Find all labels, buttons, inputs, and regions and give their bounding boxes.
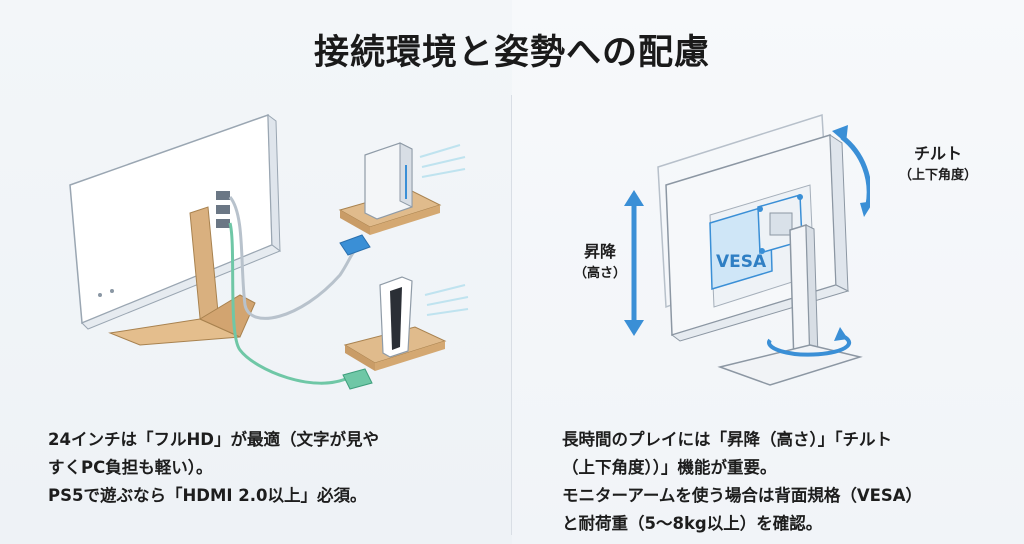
right-caption-line-1: 長時間のプレイには「昇降（高さ）」「チルト	[562, 430, 892, 449]
height-label-main: 昇降	[583, 242, 616, 261]
wooden-stand-icon	[108, 206, 256, 346]
page-title: 接続環境と姿勢への配慮	[313, 33, 710, 73]
green-connector-icon	[342, 368, 373, 390]
right-caption-line-3: モニターアームを使う場合は背面規格（VESA）	[562, 486, 923, 505]
right-caption-line-4: と耐荷重（5〜8kg以上）を確認。	[562, 514, 823, 533]
monitor-stand-icon	[717, 223, 863, 386]
tilt-arrow-icon	[832, 125, 870, 217]
pc-tower-icon	[338, 142, 466, 235]
hdmi-cable-icon	[228, 196, 360, 320]
tilt-label-sub: （上下角度）	[898, 168, 977, 183]
tilt-label: チルト （上下角度）	[898, 140, 978, 183]
left-caption-line-2: すくPC負担も軽い）。	[48, 458, 213, 477]
monitor-back-icon	[69, 113, 282, 330]
connection-illustration	[69, 113, 469, 390]
height-label: 昇降 （高さ）	[570, 238, 630, 281]
height-label-sub: （高さ）	[573, 266, 626, 281]
height-arrow-icon	[624, 190, 644, 336]
vesa-label: VESA	[716, 252, 767, 272]
panel-divider	[511, 95, 512, 535]
left-caption-line-3: PS5で遊ぶなら「HDMI 2.0以上」必須。	[48, 486, 367, 505]
hdmi-cable-green-icon	[228, 222, 351, 385]
monitor-rear-icon	[665, 133, 850, 342]
blue-connector-icon	[339, 234, 371, 256]
left-caption: 24インチは「フルHD」が最適（文字が見や すくPC負担も軽い）。 PS5で遊ぶ…	[48, 426, 379, 510]
ergonomics-illustration	[657, 113, 870, 386]
tilt-label-main: チルト	[913, 144, 962, 163]
right-caption: 長時間のプレイには「昇降（高さ）」「チルト （上下角度））」機能が重要。 モニタ…	[562, 426, 922, 538]
ps5-console-icon	[343, 276, 469, 371]
left-caption-line-1: 24インチは「フルHD」が最適（文字が見や	[48, 430, 379, 449]
right-caption-line-2: （上下角度））」機能が重要。	[562, 458, 777, 477]
